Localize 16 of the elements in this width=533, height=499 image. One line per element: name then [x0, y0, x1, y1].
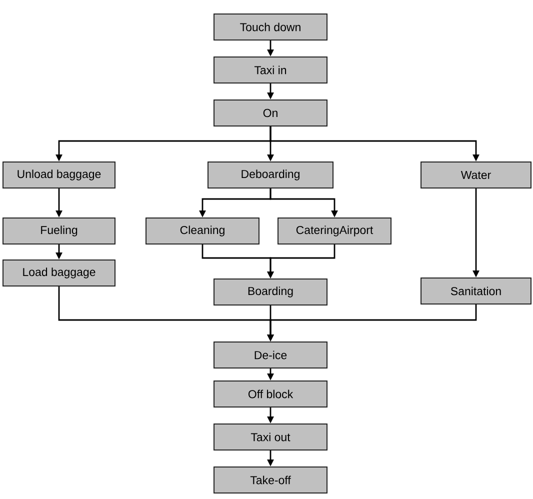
process-box: Off block	[214, 380, 328, 408]
process-box: Touch down	[214, 14, 328, 40]
process-box: Take-off	[214, 466, 328, 494]
process-box: CateringAirport	[278, 218, 392, 244]
process-box: Taxi out	[214, 424, 328, 450]
process-box: Fueling	[2, 218, 116, 244]
process-box: De-ice	[214, 342, 328, 368]
process-box: Sanitation	[420, 278, 532, 304]
process-box: Taxi in	[214, 56, 328, 84]
process-box: Deboarding	[208, 162, 334, 188]
process-box: Unload baggage	[2, 162, 116, 188]
process-box: Load baggage	[2, 260, 116, 286]
process-box: Boarding	[214, 278, 328, 306]
process-box: On	[214, 100, 328, 126]
process-box: Water	[420, 162, 532, 188]
process-box: Cleaning	[146, 218, 260, 244]
